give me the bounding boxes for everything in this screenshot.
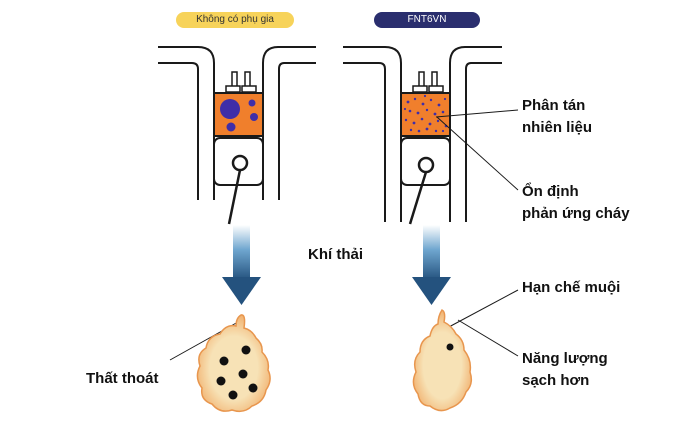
badge-fnt6vn: FNT6VN: [374, 12, 480, 28]
right-exhaust-pipe-inner: [465, 62, 502, 93]
label-exhaust: Khí thải: [308, 246, 363, 263]
left-soot-black-particles: [216, 345, 258, 400]
label-fuel-dispersion: Phân tán nhiên liệu: [522, 95, 592, 139]
left-intake-pipe-outer: [158, 46, 215, 93]
left-down-arrow: [222, 225, 261, 305]
left-droplet-large: [220, 99, 240, 119]
right-intake-pipe-inner: [343, 62, 386, 93]
leader-line-soot: [446, 289, 519, 329]
right-connecting-rod: [408, 171, 428, 225]
leader-line-dispersion: [435, 109, 519, 118]
left-exhaust-pipe-outer: [262, 46, 316, 93]
left-connecting-rod: [227, 169, 242, 225]
right-piston-pin: [417, 156, 435, 174]
left-droplet: [248, 99, 256, 107]
label-stable-combustion-line1: Ổn định: [522, 183, 579, 200]
label-fuel-dispersion-line1: Phân tán: [522, 97, 586, 114]
label-stable-combustion-line2: phản ứng cháy: [522, 205, 630, 222]
right-soot-particle: [412, 309, 473, 412]
left-engine: [158, 46, 316, 225]
right-combustion-chamber: [400, 92, 451, 137]
right-engine: [343, 46, 502, 225]
right-down-arrow: [412, 225, 451, 305]
left-droplet: [250, 113, 258, 121]
right-intake-pipe-outer: [343, 46, 402, 93]
label-fuel-dispersion-line2: nhiên liệu: [522, 119, 593, 136]
label-limit-soot: Hạn chế muội: [522, 279, 621, 296]
left-exhaust-pipe-inner: [278, 62, 316, 93]
label-loss: Thất thoát: [86, 370, 159, 387]
right-fine-droplets: [403, 94, 448, 133]
leader-line-energy: [457, 319, 519, 357]
right-exhaust-pipe-outer: [449, 46, 502, 93]
left-intake-pipe-inner: [158, 62, 199, 93]
left-droplet: [226, 122, 236, 132]
label-stable-combustion: Ổn định phản ứng cháy: [522, 181, 630, 225]
right-soot-black-particle: [446, 343, 454, 351]
leader-line-stable: [436, 116, 519, 191]
label-clean-energy-line1: Năng lượng: [522, 350, 608, 367]
label-clean-energy: Năng lượng sạch hơn: [522, 348, 608, 392]
left-piston-pin: [231, 154, 249, 172]
label-clean-energy-line2: sạch hơn: [522, 372, 590, 389]
badge-no-additive: Không có phụ gia: [176, 12, 294, 28]
